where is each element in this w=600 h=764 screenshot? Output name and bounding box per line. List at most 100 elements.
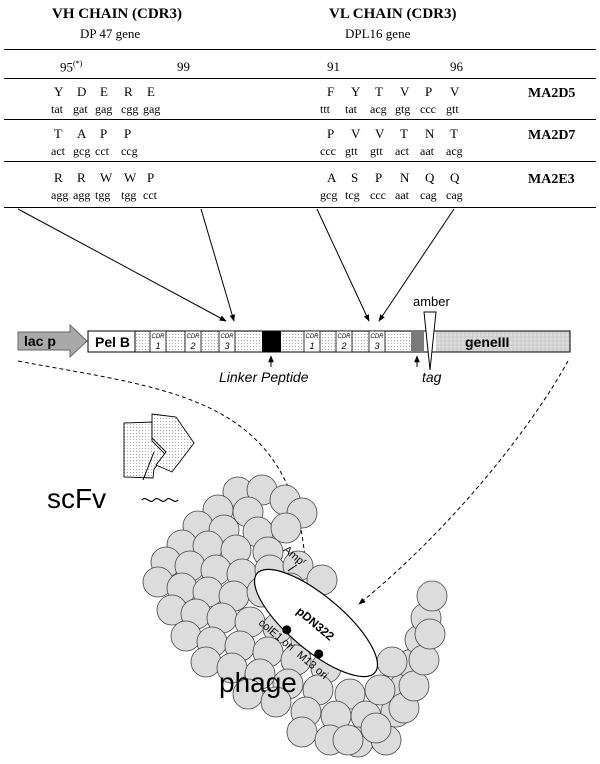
cdr-label-6: CDR (371, 334, 385, 340)
table-rule (4, 207, 596, 208)
vh-codon: cgg (121, 102, 139, 116)
vl-codon: ccc (320, 144, 336, 158)
vl-codon: acg (446, 144, 463, 158)
vh-position-footnote: (*) (73, 59, 83, 68)
table-rule (4, 161, 596, 162)
cdr-labels: CDR 1 CDR 2 CDR 3 CDR 1 CDR 2 CDR 3 (152, 334, 385, 351)
vh-codon: gag (143, 102, 161, 116)
vl-position-end: 96 (450, 59, 463, 74)
lac-promoter-arrow (17, 323, 88, 359)
scfv-link-line (142, 451, 155, 481)
vl-amino-acid: P (327, 126, 335, 141)
vl-codon: act (395, 144, 409, 158)
table-rule (4, 49, 596, 50)
vl-codon: aat (420, 144, 434, 158)
vl-amino-acid: S (351, 170, 359, 185)
cdr-label-2: CDR (187, 334, 201, 340)
vl-amino-acid: A (327, 170, 337, 185)
vh-codon: cct (143, 188, 157, 202)
cdr-label-1: CDR (152, 334, 166, 340)
table-rule (4, 78, 596, 79)
scfv-vl-domain (151, 413, 195, 473)
vl-codon: gtg (395, 102, 411, 116)
vl-cdr2-box (335, 330, 353, 353)
vl-codon: ccc (370, 188, 386, 202)
vh-amino-acid: R (124, 84, 133, 99)
vl-codon: gtt (370, 144, 383, 158)
tag-block (411, 331, 424, 352)
geneiii-label: geneIII (465, 334, 509, 350)
scfv-tether (141, 497, 179, 503)
vh-position-start: 95(*) (60, 59, 82, 75)
scfv-molecule (123, 413, 195, 503)
coat-protein-subunit (408, 644, 440, 676)
vh-codon: tat (51, 102, 63, 116)
vh-codon: cct (95, 144, 109, 158)
vh-codon: agg (51, 188, 69, 202)
vh-amino-acid: R (54, 170, 63, 185)
phage-label: phage (219, 667, 297, 698)
arrow-vh-cdr3-right (200, 208, 235, 322)
vh-amino-acid: E (100, 84, 108, 99)
vl-amino-acid: Q (425, 170, 435, 185)
vh-amino-acid: A (77, 126, 87, 141)
dashed-path-to-phage-body (358, 360, 569, 605)
vh-codon: tgg (95, 188, 111, 202)
vl-chain-header: VL CHAIN (CDR3) (329, 6, 457, 22)
vl-amino-acid: Y (351, 84, 361, 99)
cdr-number-5: 2 (340, 341, 346, 351)
vl-amino-acid: T (400, 126, 408, 141)
coat-protein-subunit (190, 646, 222, 678)
vl-amino-acid: Q (450, 170, 460, 185)
vh-amino-acid: P (147, 170, 155, 185)
vh-position-start-number: 95 (60, 59, 73, 75)
coat-protein-subunit (360, 712, 392, 744)
linker-peptide-label: Linker Peptide (219, 369, 309, 385)
vl-amino-acid: T (375, 84, 383, 99)
cdr-number-2: 2 (189, 341, 195, 351)
vh-codon: gcg (73, 144, 91, 158)
arrow-vh-cdr3-left (17, 208, 227, 322)
coat-protein-subunit (260, 686, 292, 718)
coat-protein-subunit (416, 580, 448, 612)
vl-position-start: 91 (327, 59, 340, 74)
vh-amino-acid: P (100, 126, 108, 141)
vl-amino-acid: V (351, 126, 361, 141)
vl-amino-acid: P (425, 84, 433, 99)
vh-chain-header: VH CHAIN (CDR3) (52, 6, 182, 22)
pelb-label: Pel B (95, 334, 130, 350)
coat-protein-subunit (398, 670, 430, 702)
vh-cdr1-box (149, 330, 167, 353)
coat-protein-subunit (332, 724, 364, 756)
coat-protein-subunit (364, 674, 396, 706)
cdr-number-1: 1 (155, 341, 160, 351)
amp-gene-tick (287, 564, 298, 572)
vh-codon: tgg (121, 188, 137, 202)
coat-protein-subunit (376, 646, 408, 678)
tag-label: tag (422, 369, 442, 385)
vl-codon: cag (446, 188, 463, 202)
vh-gene-label: DP 47 gene (80, 26, 141, 41)
vl-cdr3-box (368, 330, 386, 353)
clone-name: MA2E3 (528, 172, 575, 187)
vh-amino-acid: W (124, 170, 137, 185)
vl-codon: gtt (345, 144, 358, 158)
coat-protein-subunit (270, 512, 302, 544)
vl-amino-acid: N (425, 126, 435, 141)
amber-label: amber (413, 294, 451, 309)
table-rule (4, 119, 596, 120)
coat-protein-subunit (170, 620, 202, 652)
vh-amino-acid: D (77, 84, 87, 99)
amp-superscript: r (301, 558, 308, 565)
cdr-number-6: 3 (374, 341, 379, 351)
vl-amino-acid: N (400, 170, 410, 185)
vl-codon: cag (420, 188, 437, 202)
coat-protein-subunit (334, 678, 366, 710)
vl-amino-acid: V (450, 84, 460, 99)
cdr-label-5: CDR (338, 334, 352, 340)
vh-codon: gat (73, 102, 88, 116)
vl-codon: ccc (420, 102, 436, 116)
vl-codon: gcg (320, 188, 338, 202)
vh-amino-acid: W (100, 170, 113, 185)
